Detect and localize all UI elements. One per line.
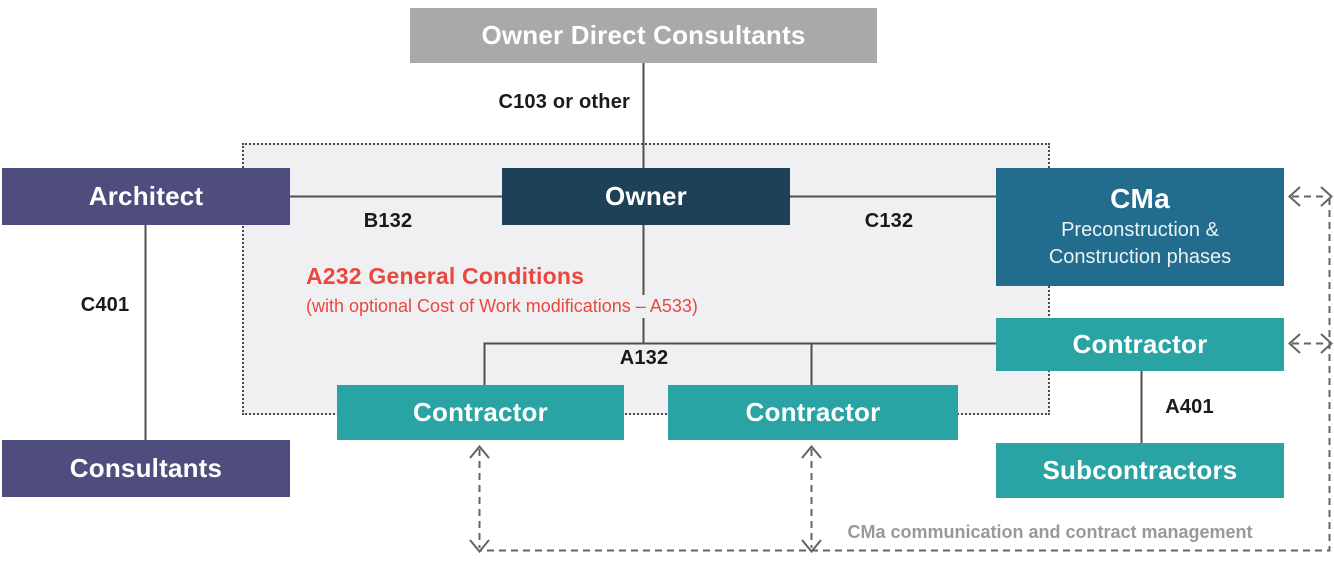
edge-label-b132: B132 [363, 210, 413, 232]
a232-note-subtitle: (with optional Cost of Work modification… [306, 295, 704, 318]
cma-box: CMa Preconstruction & Construction phase… [996, 168, 1284, 286]
subcontractors-label: Subcontractors [1042, 455, 1238, 485]
cma-phases-label: Preconstruction & Construction phases [1048, 219, 1232, 268]
consultants-label: Consultants [69, 453, 223, 483]
arrowhead-right-cma [1320, 186, 1333, 207]
arrowhead-up-contractor2 [801, 444, 822, 459]
contractor-right-box: Contractor [996, 318, 1284, 371]
architect-box: Architect [2, 168, 290, 225]
contractor-middle-box: Contractor [668, 385, 958, 440]
owner-box: Owner [502, 168, 790, 225]
arrowhead-left-cma [1288, 186, 1301, 207]
subcontractors-box: Subcontractors [996, 443, 1284, 498]
solid-contract-lines [144, 63, 1143, 443]
arrowhead-left-contractor-right [1288, 333, 1301, 354]
edge-label-a132: A132 [619, 347, 669, 369]
a232-note-title: A232 General Conditions [306, 263, 585, 289]
edge-label-c103: C103 or other [498, 91, 630, 113]
dash-perimeter [481, 198, 1331, 552]
contractor-left-box: Contractor [337, 385, 624, 440]
arrowheads [469, 186, 1333, 554]
owner-direct-consultants-label: Owner Direct Consultants [481, 20, 806, 50]
line-contractor-branch [483, 342, 996, 385]
edge-label-c132: C132 [864, 210, 914, 232]
architect-label: Architect [88, 181, 204, 211]
arrowhead-right-contractor-right [1320, 333, 1333, 354]
contractor-right-label: Contractor [1072, 329, 1208, 359]
contractor-left-label: Contractor [413, 397, 548, 427]
arrowhead-down-contractor1 [469, 539, 490, 554]
arrowhead-up-contractor1 [469, 444, 490, 459]
edge-label-a401: A401 [1165, 396, 1214, 418]
cma-label: CMa [1110, 183, 1170, 214]
edge-label-c401: C401 [80, 294, 130, 316]
dashed-communication-lines [469, 186, 1333, 554]
consultants-box: Consultants [2, 440, 290, 497]
a232-general-conditions-note: A232 General Conditions (with optional C… [306, 263, 704, 318]
cma-communication-caption: CMa communication and contract managemen… [847, 522, 1253, 542]
arrowhead-down-contractor2 [801, 539, 822, 554]
owner-label: Owner [605, 181, 687, 211]
contractor-middle-label: Contractor [745, 397, 881, 427]
owner-direct-consultants-box: Owner Direct Consultants [410, 8, 877, 63]
